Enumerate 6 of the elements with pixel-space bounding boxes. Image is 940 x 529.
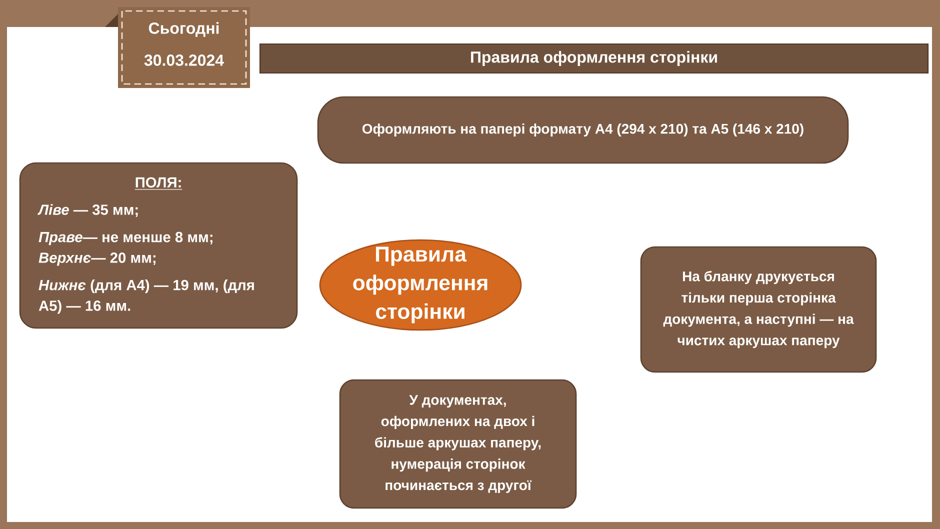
info-box: Оформляють на папері формату А4 (294 х 210) та А5 (146 х 210) bbox=[317, 96, 849, 164]
date-tag: Сьогодні 30.03.2024 bbox=[105, 7, 250, 88]
info-box: На бланку друкується тільки перша сторінка документа, а наступні — на чистих аркушах паперу bbox=[640, 246, 877, 373]
info-box: У документах, оформлених на двох і більше аркушах паперу, нумерація сторінок починається з другої bbox=[339, 379, 577, 509]
title-bar: Правила оформлення сторінки bbox=[259, 43, 929, 74]
info-box: ПОЛЯ: Ліве — 35 мм; Праве— не менше 8 мм; Верхнє— 20 мм; Нижнє (для А4) — 19 мм, (для А5) — 16 мм. bbox=[19, 162, 298, 329]
